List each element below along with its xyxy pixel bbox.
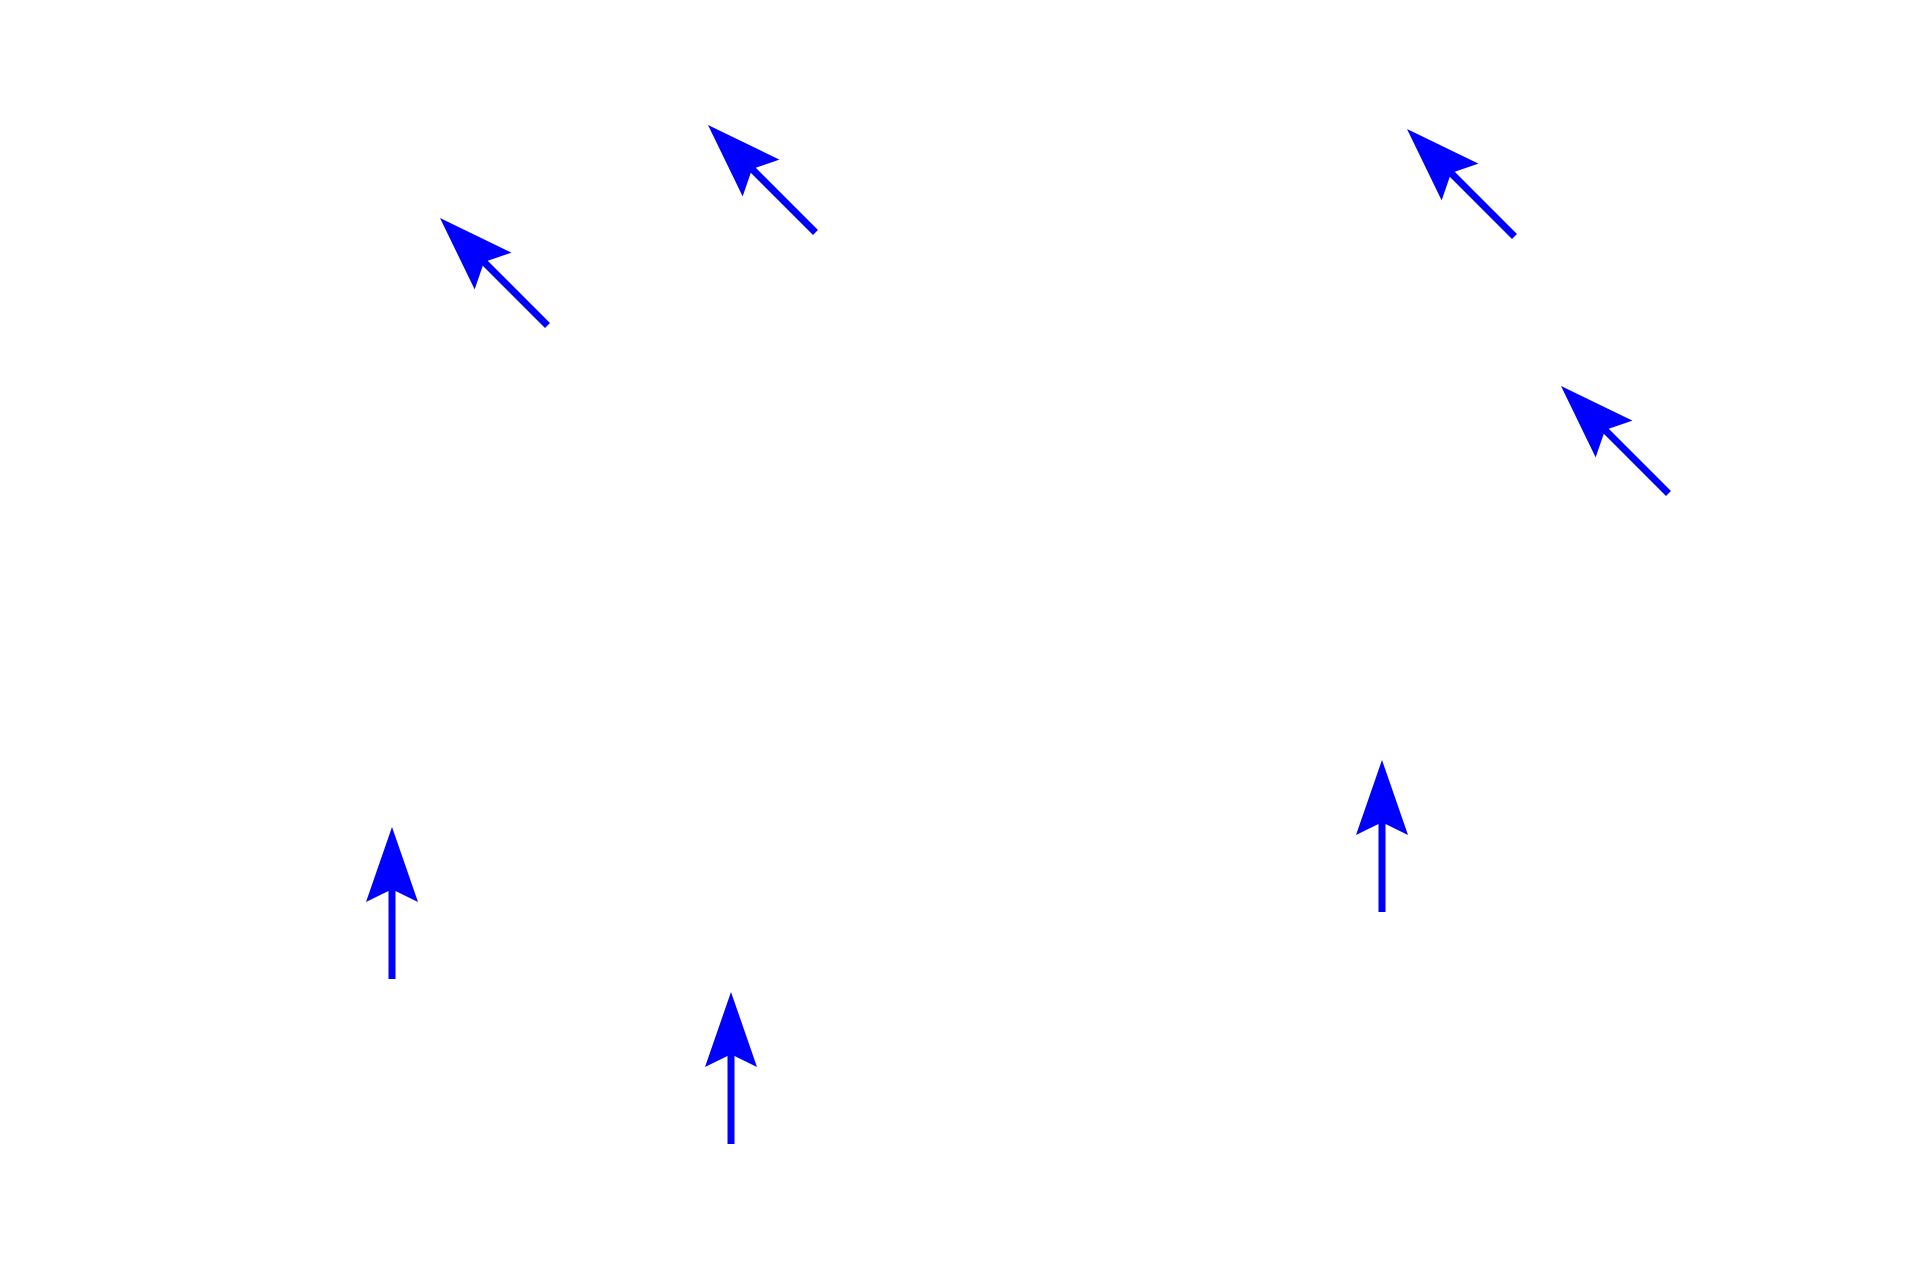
arrow-up-left-1-icon [440, 218, 550, 328]
arrow-up-1-icon [366, 827, 418, 979]
arrow-up-left-2-icon [708, 125, 818, 235]
arrow-up-left-4-icon [1561, 386, 1671, 496]
arrow-up-2-icon [705, 992, 757, 1144]
arrow-up-left-3-icon [1407, 129, 1517, 239]
arrow-up-3-icon [1356, 760, 1408, 912]
